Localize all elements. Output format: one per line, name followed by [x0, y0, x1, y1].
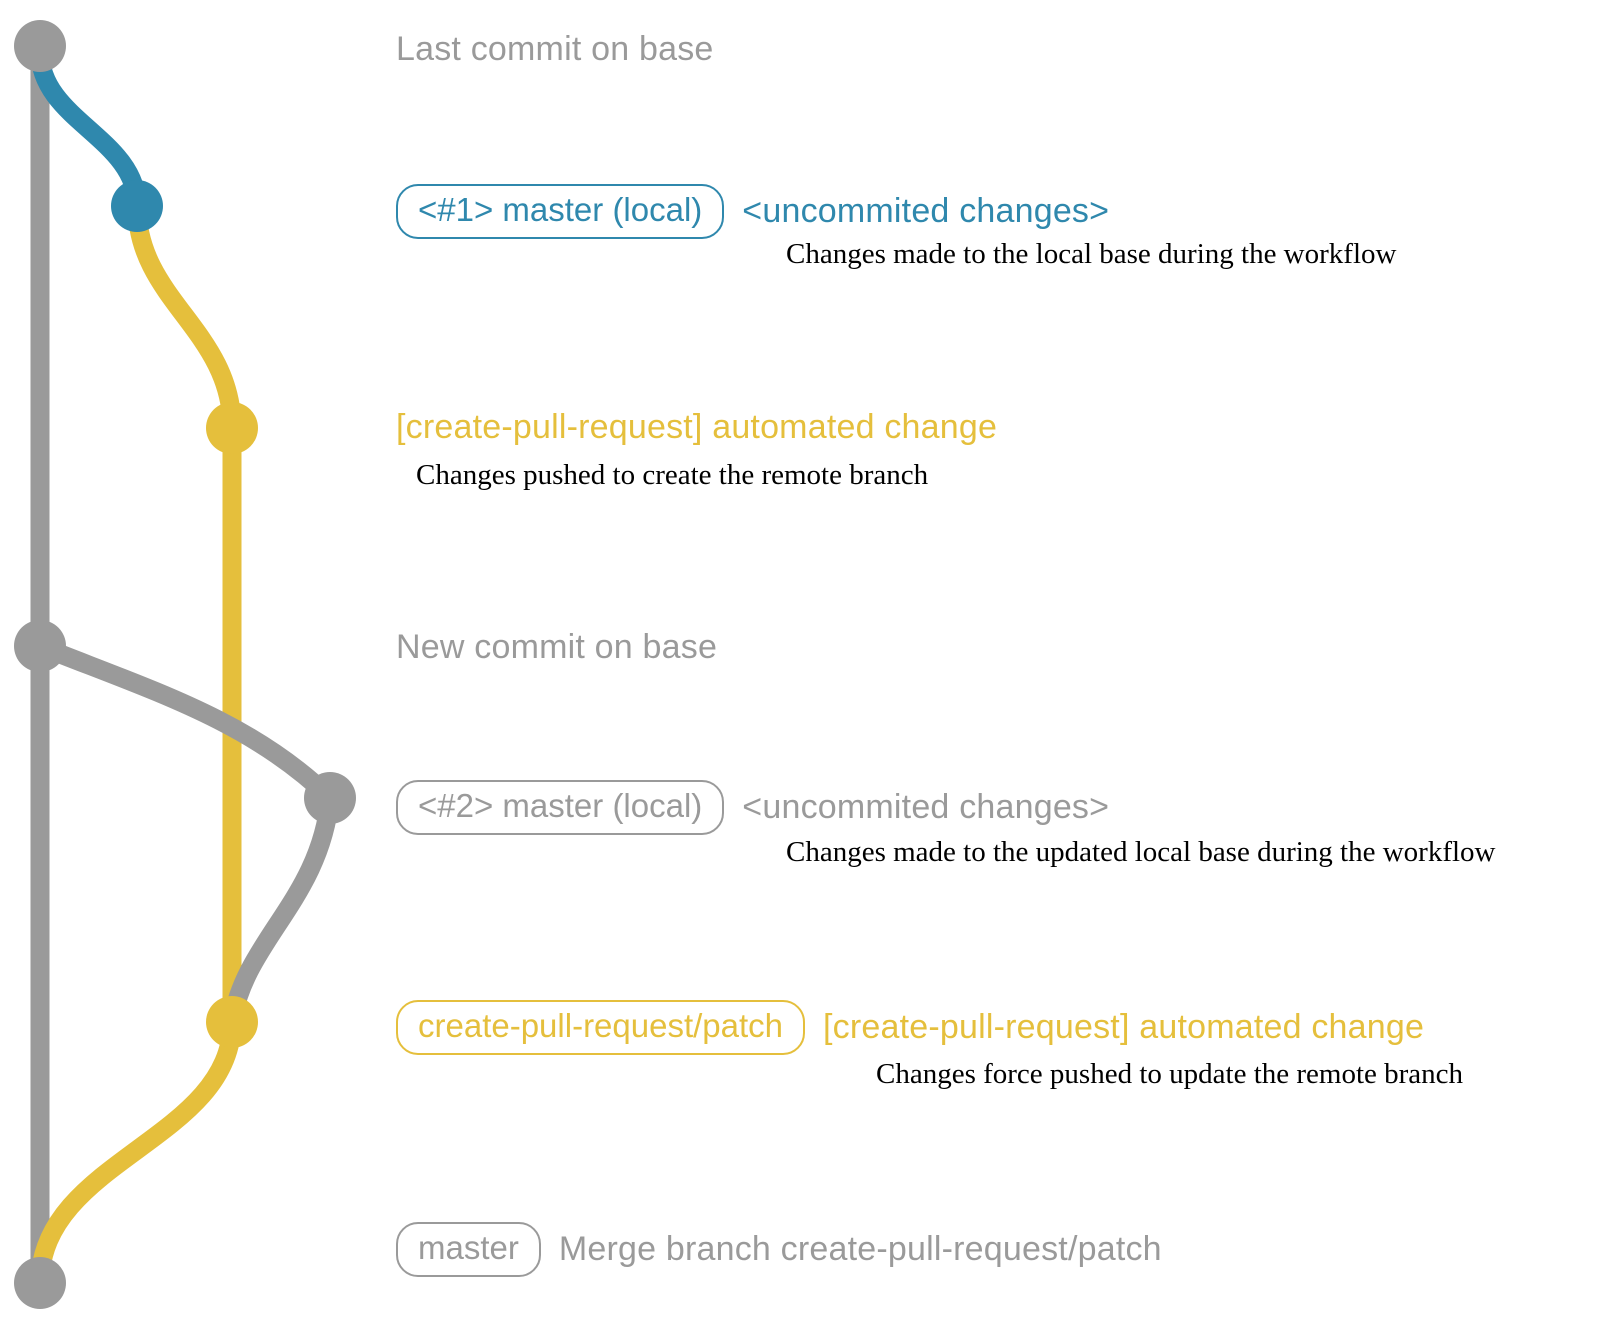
commit-title-automated-change-2: [create-pull-request] automated change: [823, 1007, 1425, 1046]
git-graph: [14, 20, 356, 1309]
commit-title-last-commit-on-base: Last commit on base: [396, 30, 714, 68]
note-master-local-2: Changes made to the updated local base d…: [786, 836, 1496, 868]
node-merge-commit[interactable]: [14, 1257, 66, 1309]
node-last-commit-base[interactable]: [14, 20, 66, 72]
edge-local1-to-patch1: [127, 196, 242, 438]
row-master-local-2: <#2> master (local) <uncommited changes>: [396, 780, 1109, 835]
branch-badge-master-local-1[interactable]: <#1> master (local): [396, 184, 725, 239]
commit-title-uncommited-changes-2: <uncommited changes>: [742, 787, 1110, 826]
edge-local2-to-patch2: [222, 788, 340, 1032]
branch-badge-master-local-2[interactable]: <#2> master (local): [396, 780, 725, 835]
edge-patch2-to-merge: [30, 1012, 242, 1293]
note-automated-change-1: Changes pushed to create the remote bran…: [416, 459, 929, 491]
note-master-local-1: Changes made to the local base during th…: [786, 238, 1397, 270]
commit-title-automated-change-1: [create-pull-request] automated change: [396, 408, 998, 446]
row-automated-change-1: [create-pull-request] automated change: [396, 408, 997, 447]
node-automated-change-1[interactable]: [206, 402, 258, 454]
commit-title-merge-branch: Merge branch create-pull-request/patch: [558, 1229, 1162, 1268]
node-master-local-1[interactable]: [111, 180, 163, 232]
branch-badge-master[interactable]: master: [396, 1222, 541, 1277]
note-automated-change-2: Changes force pushed to update the remot…: [876, 1058, 1464, 1090]
edge-base-to-local2: [30, 636, 340, 808]
node-automated-change-2[interactable]: [206, 996, 258, 1048]
node-new-commit-base[interactable]: [14, 620, 66, 672]
row-automated-change-2: create-pull-request/patch [create-pull-r…: [396, 1000, 1424, 1055]
row-master-local-1: <#1> master (local) <uncommited changes>: [396, 184, 1109, 239]
node-master-local-2[interactable]: [304, 772, 356, 824]
commit-title-uncommited-changes-1: <uncommited changes>: [742, 191, 1110, 230]
row-last-commit-on-base: Last commit on base: [396, 30, 714, 69]
branch-badge-create-pull-request-patch[interactable]: create-pull-request/patch: [396, 1000, 806, 1055]
commit-title-new-commit-on-base: New commit on base: [396, 628, 718, 666]
row-new-commit-on-base: New commit on base: [396, 628, 717, 667]
row-merge-commit: master Merge branch create-pull-request/…: [396, 1222, 1162, 1277]
